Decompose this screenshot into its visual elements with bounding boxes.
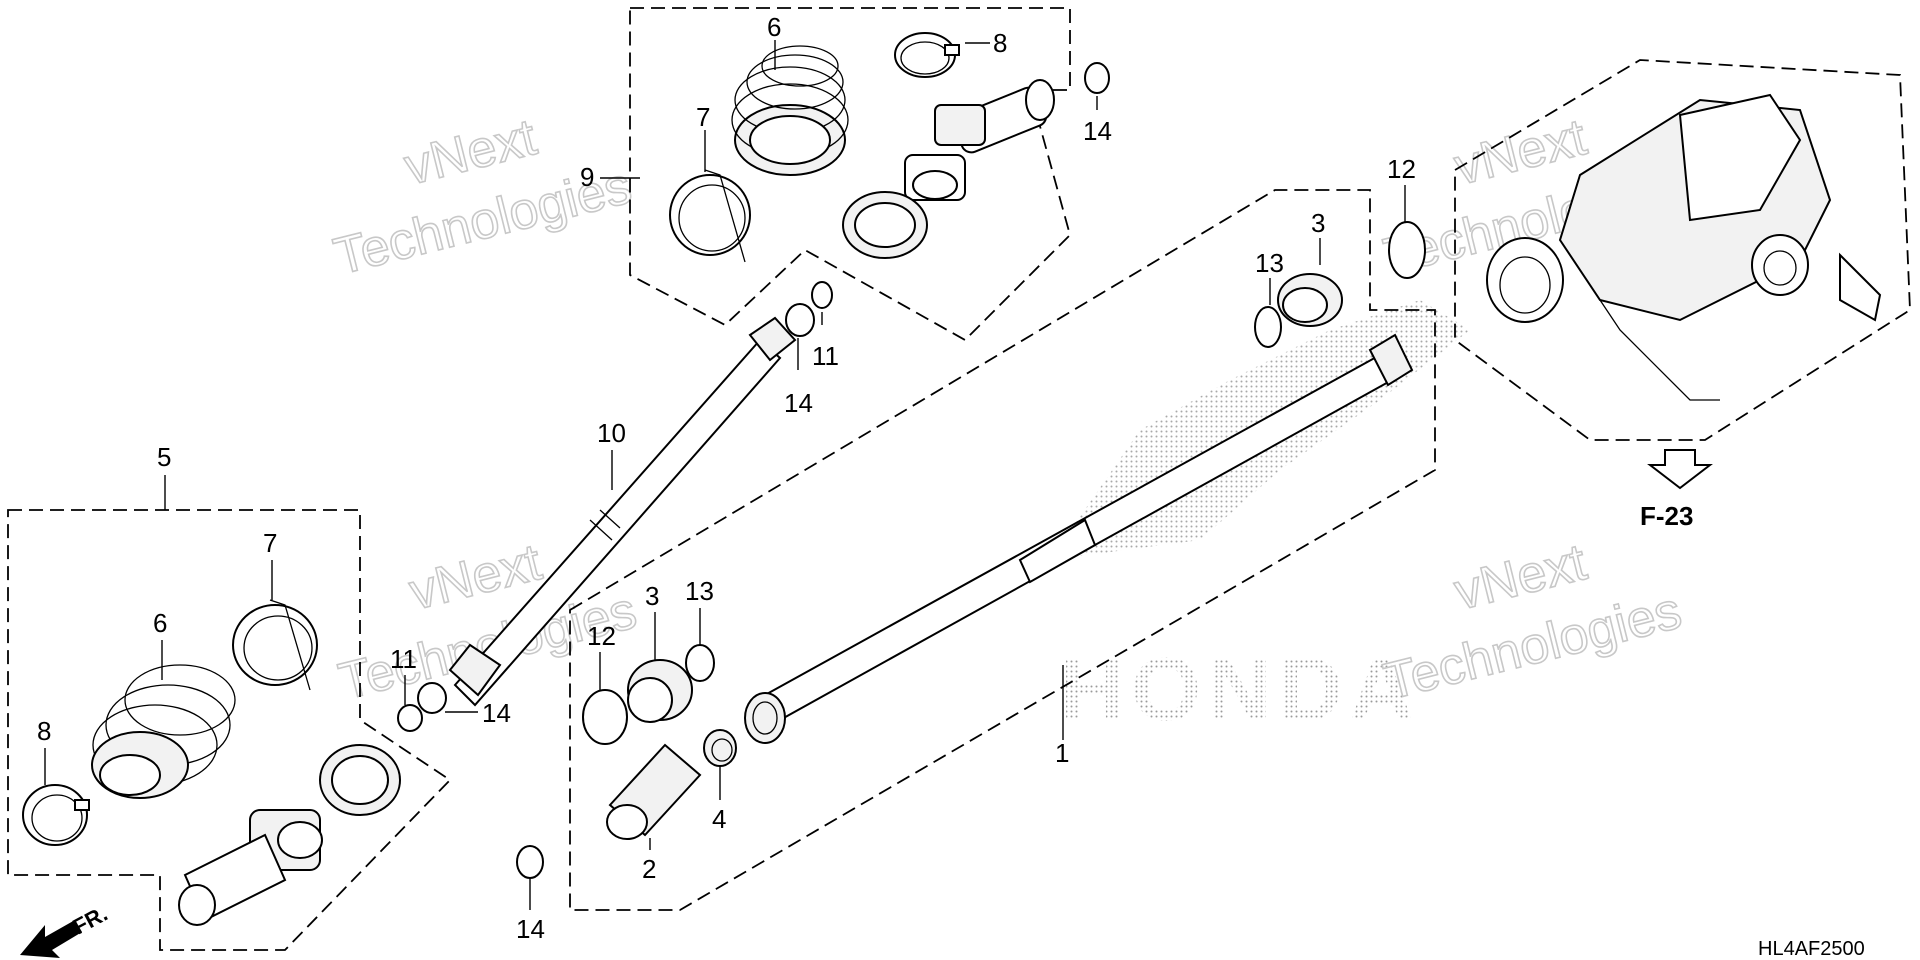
front-indicator: FR. — [20, 901, 112, 958]
universal-joint-left — [178, 809, 323, 926]
reference-label: F-23 — [1640, 501, 1693, 531]
o-ring-14c — [417, 682, 447, 714]
callout-1: 1 — [1055, 738, 1069, 768]
o-ring-13a — [1254, 306, 1282, 348]
callout-4: 4 — [712, 804, 726, 834]
propeller-shaft-10 — [448, 316, 797, 707]
clamp-band-top-7 — [669, 169, 751, 263]
drawing-code: HL4AF2500 — [1758, 938, 1865, 960]
clamp-band-top-8 — [894, 32, 960, 78]
callout-7: 7 — [263, 528, 277, 558]
boot-3a — [1277, 273, 1343, 327]
callout-13: 13 — [1255, 248, 1284, 278]
callout-6: 6 — [767, 12, 781, 42]
callout-14: 14 — [1083, 116, 1112, 146]
callout-14: 14 — [516, 914, 545, 944]
group-outline-left — [7, 509, 452, 951]
callout-6: 6 — [153, 608, 167, 638]
callout-10: 10 — [597, 418, 626, 448]
group-outline-top — [629, 7, 1072, 342]
o-ring-top-14 — [1084, 62, 1110, 94]
snap-ring-11b — [397, 704, 423, 732]
callout-3: 3 — [1311, 208, 1325, 238]
o-ring-14d — [516, 845, 544, 879]
final-gear-case — [1486, 93, 1882, 401]
collar-2 — [606, 743, 702, 840]
boot-left — [91, 664, 236, 799]
front-arrow-icon — [20, 920, 82, 958]
callout-11: 11 — [390, 644, 417, 674]
leader-lines — [44, 40, 1406, 910]
callout-5: 5 — [157, 442, 171, 472]
callout-9: 9 — [580, 162, 594, 192]
callout-8: 8 — [993, 28, 1007, 58]
propeller-shaft-1 — [744, 333, 1414, 744]
callout-7: 7 — [696, 102, 710, 132]
oil-seal-left — [319, 744, 401, 816]
reference-arrow — [1647, 449, 1713, 490]
vnext-watermark-4: vNext Technologies — [1378, 532, 1688, 712]
o-ring-12a — [1388, 221, 1426, 279]
callout-14: 14 — [784, 388, 813, 418]
callout-labels: 6 8 7 9 14 12 3 13 14 11 10 5 7 6 8 11 1… — [37, 12, 1416, 944]
group-outline-gearcase — [1454, 59, 1911, 441]
honda-wordmark: HONDA — [1060, 640, 1420, 740]
callout-3: 3 — [645, 581, 659, 611]
o-ring-13b — [685, 644, 715, 682]
boot-3b — [627, 659, 693, 723]
clamp-band-left-7 — [232, 599, 318, 691]
snap-ring-11a — [811, 281, 833, 309]
universal-joint-top — [904, 79, 1055, 201]
oil-seal-top — [842, 191, 928, 259]
callout-14: 14 — [482, 698, 511, 728]
callout-2: 2 — [642, 854, 656, 884]
group-outline-main — [569, 189, 1436, 911]
o-ring-12b — [582, 689, 628, 745]
callout-8: 8 — [37, 716, 51, 746]
o-ring-14b — [785, 303, 815, 337]
boot-top — [731, 45, 849, 176]
callout-12: 12 — [1387, 154, 1416, 184]
callout-12: 12 — [587, 621, 616, 651]
callout-11: 11 — [812, 341, 839, 371]
spring-4 — [703, 729, 737, 767]
callout-13: 13 — [685, 576, 714, 606]
clamp-band-left-8 — [22, 784, 90, 846]
